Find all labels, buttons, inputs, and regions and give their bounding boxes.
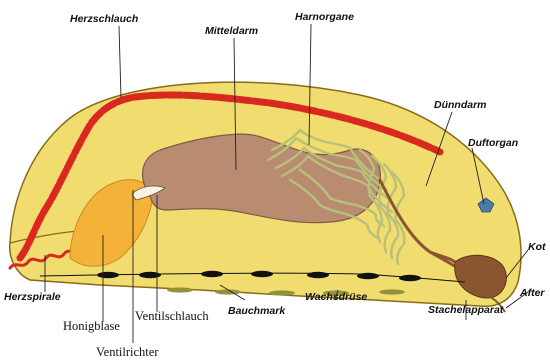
label-herzschlauch: Herzschlauch xyxy=(70,13,138,25)
label-ventilrichter: Ventilrichter xyxy=(96,345,159,359)
ganglion xyxy=(399,275,421,281)
label-wachsdruese: Wachsdrüse xyxy=(305,291,367,303)
label-harnorgane: Harnorgane xyxy=(295,11,354,23)
label-stachelapparat: Stachelapparat xyxy=(428,304,504,316)
label-duftorgan: Duftorgan xyxy=(468,137,518,149)
ganglion xyxy=(251,271,273,277)
ganglion xyxy=(97,272,119,278)
wax-gland xyxy=(167,287,193,292)
wax-gland xyxy=(269,290,295,295)
label-ventilschlauch: Ventilschlauch xyxy=(135,309,209,323)
wax-gland xyxy=(379,289,405,294)
ganglion xyxy=(357,273,379,279)
label-herzspirale: Herzspirale xyxy=(4,291,61,303)
label-duenndarm: Dünndarm xyxy=(434,99,487,111)
label-mitteldarm: Mitteldarm xyxy=(205,25,258,37)
ganglion xyxy=(139,272,161,278)
label-after: After xyxy=(519,287,545,299)
label-bauchmark: Bauchmark xyxy=(228,305,286,317)
ganglion xyxy=(307,272,329,278)
ganglion xyxy=(201,271,223,277)
label-kot: Kot xyxy=(528,241,546,253)
label-honigblase: Honigblase xyxy=(63,319,120,333)
